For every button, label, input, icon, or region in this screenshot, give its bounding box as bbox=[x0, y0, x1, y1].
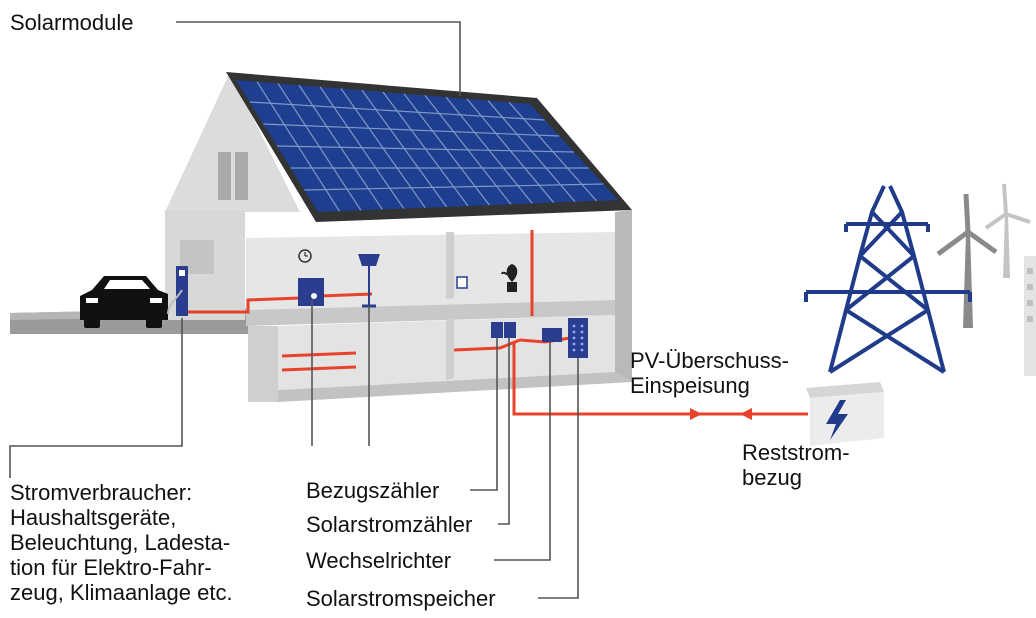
wall-switch bbox=[456, 276, 468, 289]
label-line: Reststrom- bbox=[742, 440, 850, 465]
label-line: bezug bbox=[742, 465, 802, 490]
label-line: Einspeisung bbox=[630, 373, 750, 398]
grid-connection-box bbox=[806, 382, 884, 446]
wind-turbine-icon bbox=[984, 183, 1031, 278]
lower-floor-divider bbox=[446, 320, 454, 380]
plant-icon bbox=[501, 264, 518, 292]
building-icon bbox=[1024, 256, 1036, 376]
distribution-box-socket bbox=[311, 293, 317, 299]
gable-window bbox=[218, 152, 231, 200]
basement-left bbox=[248, 326, 278, 402]
panel-grid-line bbox=[304, 183, 604, 191]
storage-dots bbox=[572, 324, 584, 352]
label-line: zeug, Klimaanlage etc. bbox=[10, 580, 233, 605]
grid-draw-arrow bbox=[740, 408, 752, 420]
lower-floor-base bbox=[278, 372, 632, 402]
clock-icon bbox=[298, 249, 312, 263]
solar-panel-grid bbox=[249, 81, 604, 212]
wechselrichter-device bbox=[542, 328, 562, 342]
label-line: tion für Elektro-Fahr- bbox=[10, 555, 212, 580]
car-icon bbox=[80, 276, 168, 328]
label-wechselrichter: Wechselrichter bbox=[306, 548, 452, 573]
bezugszaehler-device bbox=[491, 322, 503, 338]
panel-grid-line bbox=[263, 123, 560, 137]
label-solarmodule: Solarmodule bbox=[10, 10, 134, 35]
label-solarstromspeicher: Solarstromspeicher bbox=[306, 586, 496, 611]
leader-lines bbox=[9, 21, 579, 599]
gable-window bbox=[235, 152, 248, 200]
right-wall bbox=[615, 210, 632, 382]
label-reststrombezug: Reststrom- bezug bbox=[742, 440, 850, 490]
upper-floor-divider bbox=[446, 232, 454, 299]
solarstromspeicher-device bbox=[568, 318, 588, 358]
label-line: Beleuchtung, Ladesta- bbox=[10, 530, 231, 555]
distribution-box bbox=[298, 278, 324, 306]
label-stromverbraucher: Stromverbraucher: Haushaltsgeräte, Beleu… bbox=[10, 480, 233, 605]
panel-grid-line bbox=[276, 145, 575, 153]
wind-turbine-icon bbox=[936, 193, 998, 328]
house-gable bbox=[165, 72, 300, 212]
panel-grid-line bbox=[249, 101, 545, 121]
label-line: Stromverbraucher: bbox=[10, 480, 193, 505]
label-bezugszaehler: Bezugszähler bbox=[306, 478, 440, 503]
charging-station-icon bbox=[167, 266, 188, 316]
power-tower-icon bbox=[804, 185, 972, 374]
lightning-icon bbox=[826, 400, 848, 440]
label-solarstromzaehler: Solarstromzähler bbox=[306, 512, 473, 537]
label-einspeisung: PV-Überschuss- Einspeisung bbox=[630, 348, 789, 398]
feed-in-arrow bbox=[690, 408, 702, 420]
upper-floor-slab bbox=[246, 300, 615, 326]
upper-floor-back-wall bbox=[246, 232, 615, 310]
solarstromzaehler-device bbox=[504, 322, 516, 338]
solar-panel-array bbox=[236, 80, 618, 212]
label-line: Haushaltsgeräte, bbox=[10, 505, 177, 530]
label-line: PV-Überschuss- bbox=[630, 348, 789, 373]
